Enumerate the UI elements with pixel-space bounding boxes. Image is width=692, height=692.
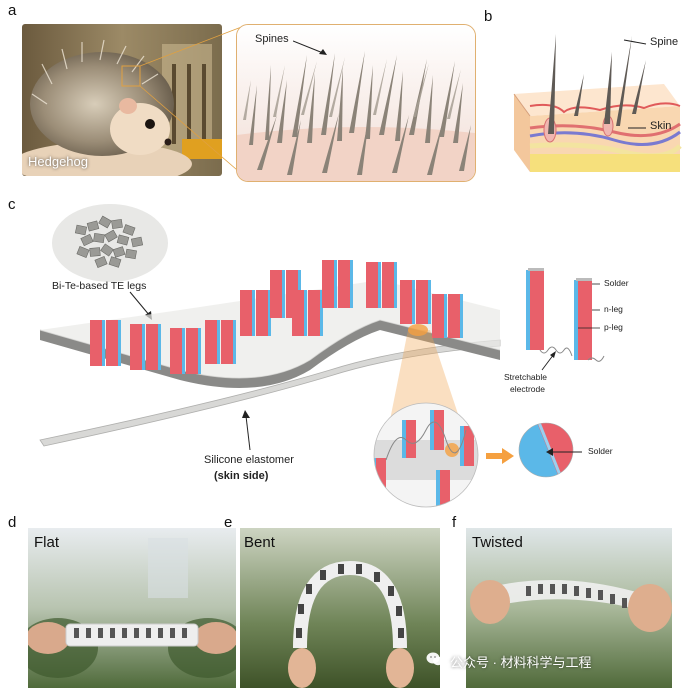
- panel-c-letter: c: [8, 196, 16, 213]
- skin-side-label: (skin side): [214, 470, 269, 482]
- zoom-arrow-icon: [486, 448, 514, 464]
- twisted-device-photo: Twisted: [466, 528, 672, 688]
- stretchable-electrode-label-line1: Stretchable: [504, 372, 547, 382]
- panel-d-letter: d: [8, 514, 17, 531]
- wechat-icon: [426, 652, 444, 666]
- n-leg-label: n-leg: [604, 304, 623, 314]
- spines-label: Spines: [255, 33, 289, 45]
- watermark-text: 公众号 · 材料科学与工程: [450, 655, 592, 670]
- silicone-elastomer-label: Silicone elastomer: [204, 454, 294, 466]
- solder-label-2: Solder: [588, 446, 613, 456]
- panel-a-letter: a: [8, 2, 17, 19]
- bent-device-photo: Bent: [240, 528, 440, 688]
- zoom-connector: [121, 25, 245, 177]
- spine-label: Spine: [650, 36, 679, 48]
- panel-e-letter: e: [224, 514, 233, 531]
- hedgehog-caption: Hedgehog: [28, 154, 88, 169]
- te-device-illustration: [39, 260, 501, 447]
- bent-title: Bent: [244, 534, 275, 551]
- skin-label: Skin: [650, 120, 672, 132]
- te-legs-photo: [52, 204, 168, 282]
- hedgehog-photo: Hedgehog: [22, 24, 222, 176]
- solder-arrow: [546, 448, 582, 456]
- twisted-title: Twisted: [472, 534, 523, 551]
- elastomer-arrow: [242, 410, 251, 451]
- solder-label: Solder: [604, 278, 629, 288]
- panel-b-letter: b: [484, 8, 493, 25]
- spines-arrow: [293, 40, 327, 55]
- panel-f-letter: f: [452, 514, 457, 531]
- cross-section-zoom: [373, 402, 479, 508]
- flat-title: Flat: [34, 534, 60, 551]
- flat-device-photo: Flat: [28, 528, 236, 688]
- electrode-arrow: [541, 351, 556, 371]
- spines-zoom-view: Spines: [236, 24, 476, 182]
- skin-diagram: [513, 34, 682, 172]
- te-legs-label: Bi-Te-based TE legs: [52, 280, 147, 292]
- te-leg-pair-detail: [526, 268, 605, 362]
- p-leg-label: p-leg: [604, 322, 623, 332]
- stretchable-electrode-label-line2: electrode: [510, 384, 545, 394]
